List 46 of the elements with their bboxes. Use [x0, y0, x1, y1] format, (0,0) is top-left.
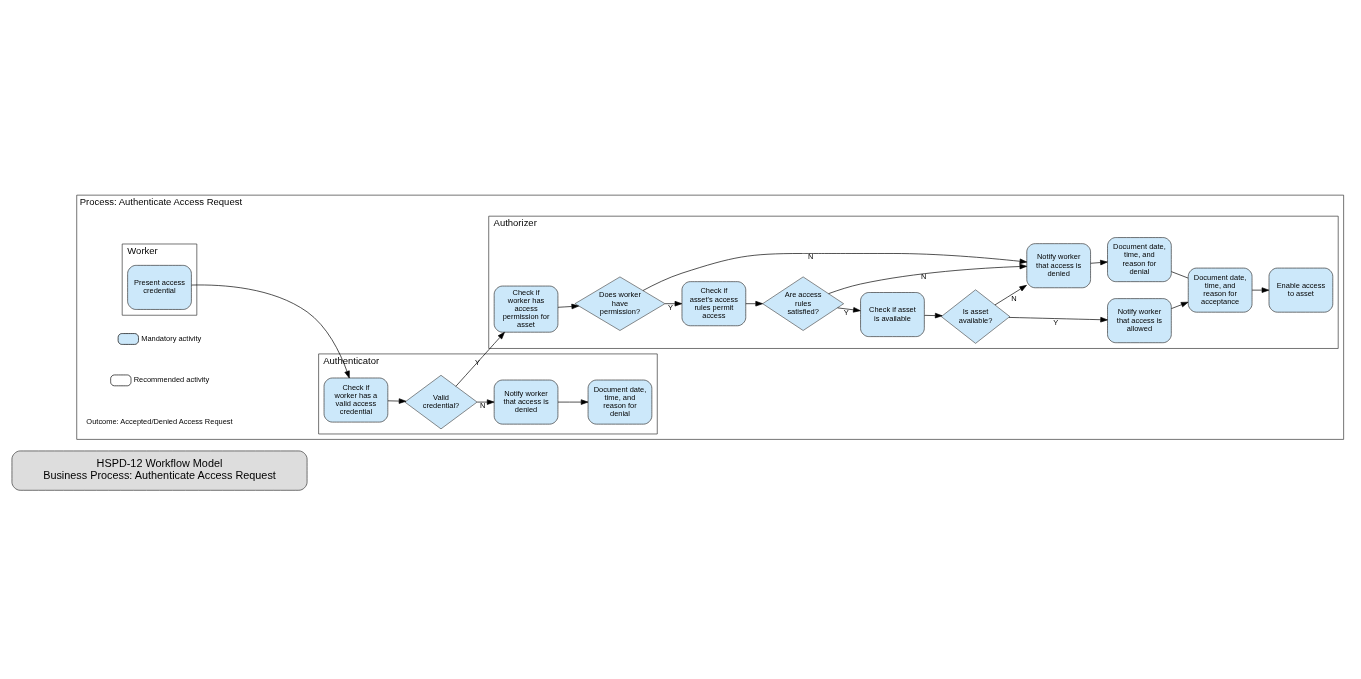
- arrow: [837, 306, 861, 313]
- label: Outcome: Accepted/Denied Access Request: [86, 416, 233, 426]
- arrow: [476, 398, 495, 405]
- legend-label: Mandatory activity: [141, 333, 202, 343]
- edge-label: N: [920, 271, 927, 281]
- node-box: Document date, time, and reason for acceptance: [1187, 267, 1253, 312]
- arrow: [191, 284, 350, 378]
- arrow: [387, 397, 407, 404]
- node-box: Enable access to asset: [1268, 267, 1334, 312]
- node-diamond: Is asset available?: [940, 288, 1011, 344]
- edge-label: Y: [475, 357, 481, 367]
- connector: [1171, 270, 1189, 278]
- edge-label: Y: [668, 302, 674, 312]
- arrow: [924, 312, 943, 318]
- node-diamond: Are access rules satisfied?: [762, 276, 844, 331]
- arrow: [1171, 301, 1189, 309]
- edge-label: N: [808, 251, 814, 261]
- edge-label: Y: [843, 307, 849, 317]
- arrow: [1090, 259, 1108, 265]
- arrow: [557, 398, 589, 405]
- arrow: [994, 284, 1027, 305]
- node-box: Check if asset is available: [860, 291, 925, 337]
- arrow: [1251, 286, 1270, 293]
- node-box: Check if worker has a valid access credential: [323, 377, 389, 422]
- legend-label: Recommended activity: [133, 374, 210, 384]
- node-box: Document date, time, and reason for denial: [1107, 236, 1172, 282]
- arrow: [828, 263, 1028, 294]
- node-box: Present access credential: [127, 264, 192, 310]
- arrow: [1008, 316, 1108, 322]
- node-box: Notify worker that access is denied: [1026, 242, 1091, 288]
- arrow: [664, 300, 683, 306]
- node-box: Document date, time, and reason for denial: [587, 379, 653, 424]
- node-box: Notify worker that access is allowed: [1107, 297, 1172, 343]
- edge-label: N: [479, 400, 486, 410]
- arrow: [455, 331, 505, 387]
- arrow: [642, 252, 1028, 291]
- node-diamond: Does worker have permission?: [574, 276, 666, 331]
- edge-label: N: [1011, 293, 1017, 303]
- edge-label: Y: [1053, 317, 1059, 327]
- node-box: Check if worker has access permission for asset: [493, 285, 559, 333]
- arrow: [557, 303, 579, 309]
- node-box: Notify worker that access is denied: [493, 379, 559, 424]
- node-diamond: Valid credential?: [404, 374, 478, 429]
- arrow: [745, 300, 763, 306]
- node-box: Check if asset's access rules permit access: [681, 280, 747, 326]
- node-box: HSPD-12 Workflow Model Business Process: Authenticate Access Request: [11, 450, 308, 491]
